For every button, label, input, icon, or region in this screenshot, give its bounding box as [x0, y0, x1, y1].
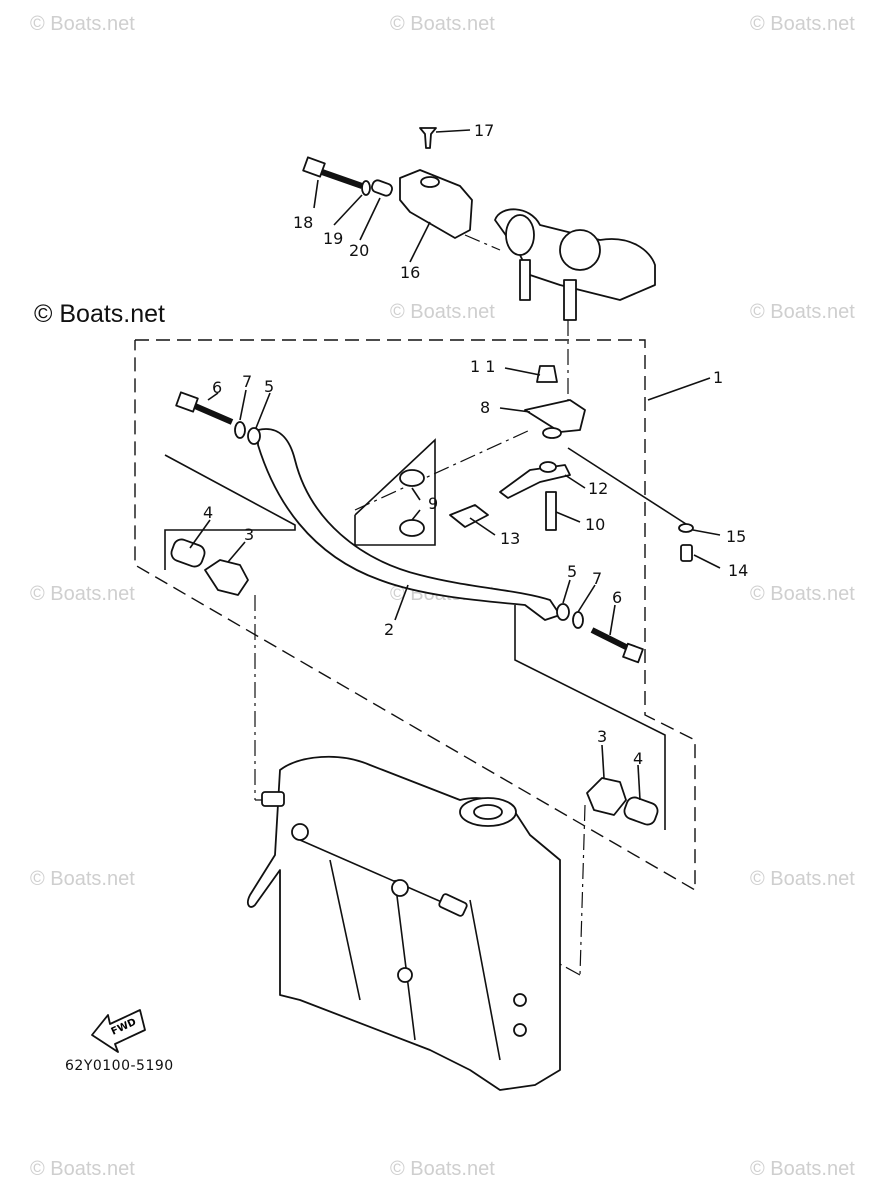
housing-hole [397, 967, 413, 983]
washer [542, 427, 562, 439]
grommet-9-bottom [399, 519, 425, 537]
watermark: © Boats.net [30, 868, 135, 890]
watermark: © Boats.net [750, 301, 855, 323]
callout-5-left: 5 [264, 377, 274, 396]
watermark: © Boats.net [750, 13, 855, 35]
bushing-4-right [623, 796, 659, 826]
lever-hub [539, 461, 557, 473]
callout-18: 18 [293, 213, 313, 232]
callout-6-right: 6 [612, 588, 622, 607]
housing-bore-inner [473, 804, 503, 820]
callout-11: 1 1 [470, 357, 495, 376]
callout-4-left: 4 [203, 503, 213, 522]
fwd-arrow-icon: FWD [91, 1009, 146, 1053]
screw-14 [680, 544, 693, 562]
callout-3-right: 3 [597, 727, 607, 746]
callout-20: 20 [349, 241, 369, 260]
callout-4-right: 4 [633, 749, 643, 768]
watermark: © Boats.net [30, 13, 135, 35]
callouts: 17 18 19 20 16 1 1 8 1 9 12 10 13 15 14 … [203, 121, 748, 768]
callout-8: 8 [480, 398, 490, 417]
leader-lines [189, 129, 721, 801]
screw-17 [419, 127, 437, 149]
callout-10: 10 [585, 515, 605, 534]
link-arm-2 [257, 428, 561, 621]
leader-frame-left [164, 454, 296, 570]
leader-frame-right [514, 605, 666, 830]
callout-2: 2 [384, 620, 394, 639]
washer-19 [361, 180, 371, 196]
watermark: © Boats.net [30, 583, 135, 605]
clamp-pin-2 [563, 279, 577, 321]
bolt-18-shank [321, 169, 363, 189]
plate-8 [524, 399, 586, 433]
left-fastener-group [175, 391, 261, 445]
nut-3-left [204, 559, 249, 596]
lower-housing-group [247, 755, 561, 1091]
housing-hole [513, 993, 527, 1007]
clamp-pin [519, 259, 531, 301]
bracket-16 [399, 169, 473, 239]
callout-19: 19 [323, 229, 343, 248]
lever-12 [499, 464, 571, 499]
watermark: © Boats.net [390, 13, 495, 35]
diagram-code: 62Y0100-5190 [65, 1058, 174, 1074]
watermark: © Boats.net [750, 868, 855, 890]
watermark: © Boats.net [390, 301, 495, 323]
bolt-6-right-head [622, 642, 644, 664]
washer-5-left [247, 427, 261, 445]
collar-20 [371, 179, 393, 197]
leader-frame-center [354, 438, 436, 546]
callout-6-left: 6 [212, 378, 222, 397]
clamp-bore [505, 214, 535, 256]
brand-label: © Boats.net [34, 300, 165, 328]
bolt-18-head [302, 156, 326, 178]
bolt-6-left-shank [193, 403, 234, 425]
stud-left [261, 791, 285, 807]
watermark: © Boats.net [750, 1158, 855, 1180]
washer-5-right [556, 603, 570, 621]
callout-7-left: 7 [242, 372, 252, 391]
watermark: © Boats.net [30, 1158, 135, 1180]
stud-center [438, 893, 468, 917]
bushing-4-left [170, 538, 206, 568]
clamp-bore-2 [559, 229, 601, 271]
watermark: © Boats.net [750, 583, 855, 605]
grommet-9-top [399, 469, 425, 487]
callout-17: 17 [474, 121, 494, 140]
bushing-nut-group [170, 538, 659, 826]
linkage-plate-group [399, 365, 694, 562]
callout-14: 14 [728, 561, 748, 580]
washer-7-left [234, 421, 246, 439]
callout-12: 12 [588, 479, 608, 498]
callout-16: 16 [400, 263, 420, 282]
upper-bracket-group [302, 127, 656, 321]
right-fastener-group [556, 603, 644, 664]
housing-hole [391, 879, 409, 897]
housing-hole [513, 1023, 527, 1037]
nut-3-right [586, 777, 627, 816]
callout-3-left: 3 [244, 525, 254, 544]
callout-1: 1 [713, 368, 723, 387]
callout-15: 15 [726, 527, 746, 546]
callout-9: 9 [428, 494, 438, 513]
stud-10 [545, 491, 557, 531]
assembly-boundary [134, 339, 696, 892]
washer-15 [678, 523, 694, 533]
callout-7-right: 7 [592, 569, 602, 588]
block-13 [449, 504, 489, 528]
washer-7-right [572, 611, 584, 629]
watermark: © Boats.net [390, 1158, 495, 1180]
callout-5-right: 5 [567, 562, 577, 581]
housing-ribs [299, 839, 501, 1061]
callout-13: 13 [500, 529, 520, 548]
bolt-6-right-shank [590, 627, 630, 651]
nut-11 [536, 365, 558, 383]
bracket-hole [420, 176, 440, 188]
housing-hole [291, 823, 309, 841]
